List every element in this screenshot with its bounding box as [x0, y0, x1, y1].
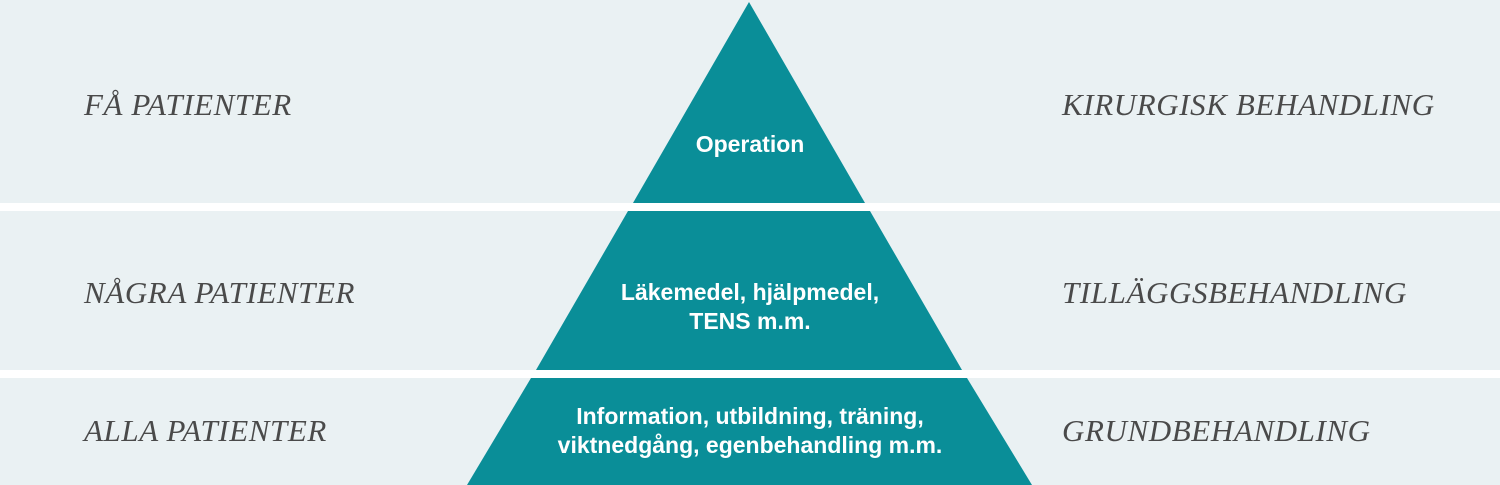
- left-label-alla-patienter: ALLA PATIENTER: [84, 413, 327, 448]
- pyramid-tier-top-shape: [633, 2, 865, 203]
- right-label-grundbehandling: GRUNDBEHANDLING: [1062, 413, 1371, 448]
- left-label-nagra-patienter: NÅGRA PATIENTER: [84, 275, 356, 310]
- pyramid-tier-bottom-text: Information, utbildning, träning, viktne…: [557, 403, 943, 459]
- right-label-kirurgisk-behandling: KIRURGISK BEHANDLING: [1062, 87, 1435, 122]
- left-label-fa-patienter: FÅ PATIENTER: [84, 87, 292, 122]
- pyramid-tier-top-text: Operation: [695, 131, 805, 157]
- pyramid-tier-bottom-shape: [467, 378, 1032, 485]
- pyramid-tier-middle-shape: [536, 211, 962, 370]
- pyramid-tier-middle-text: Läkemedel, hjälpmedel, TENS m.m.: [620, 279, 880, 335]
- right-label-tillaggsbehandling: TILLÄGGSBEHANDLING: [1062, 275, 1407, 310]
